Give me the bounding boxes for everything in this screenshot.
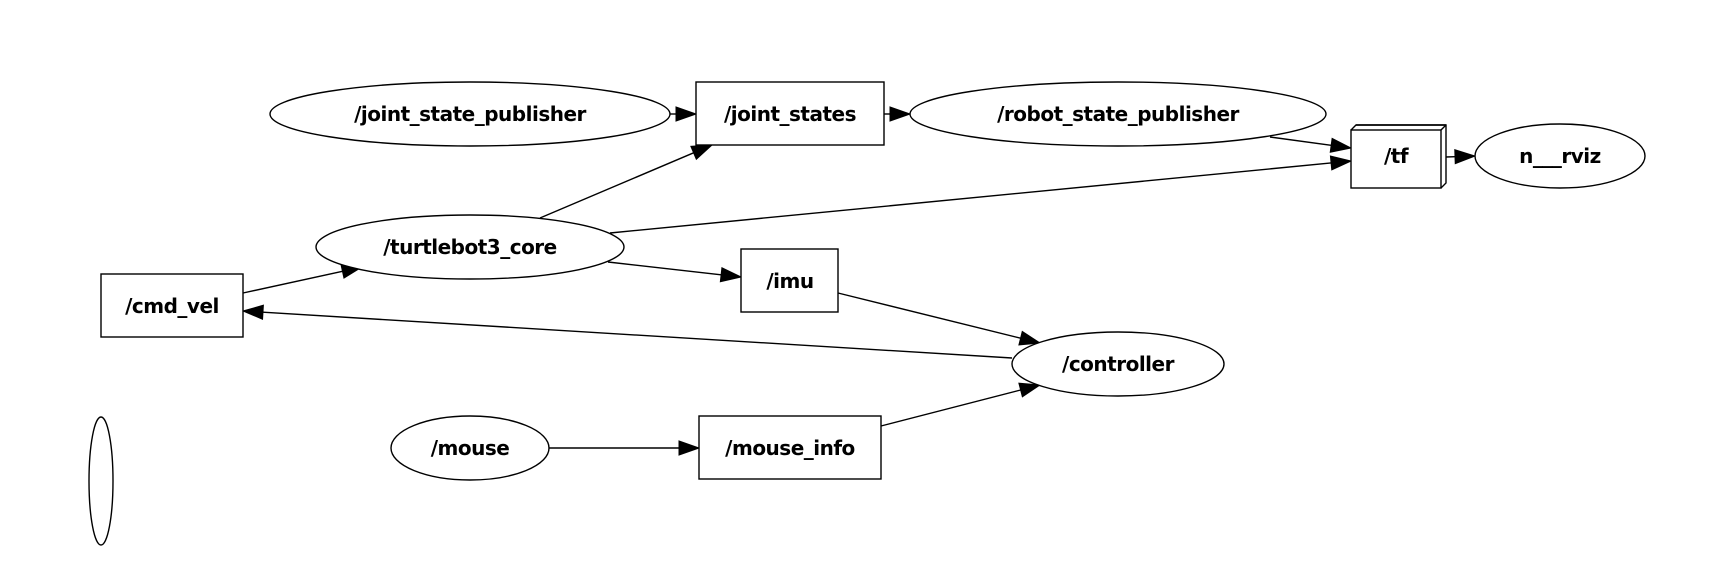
arrowhead-icon bbox=[1018, 330, 1042, 346]
arrowhead-icon bbox=[1454, 149, 1477, 165]
topic-imu[interactable]: /imu bbox=[740, 248, 839, 313]
edge-robot-state-publisher-to-tf bbox=[1269, 136, 1353, 153]
edge-turtlebot3-core-to-imu bbox=[607, 261, 743, 283]
edge-mouse-to-mouse-info bbox=[549, 440, 701, 456]
edge-imu-to-controller bbox=[837, 292, 1042, 346]
topic-cmd-vel[interactable]: /cmd_vel bbox=[100, 273, 244, 338]
edge-joint-state-publisher-to-joint-states bbox=[670, 106, 698, 122]
arrowhead-icon bbox=[889, 106, 912, 122]
node-label-controller: /controller bbox=[1062, 352, 1175, 376]
node-label-turtlebot3-core: /turtlebot3_core bbox=[383, 235, 557, 259]
arrowhead-icon bbox=[1329, 137, 1353, 153]
edge-tf-to-rviz bbox=[1445, 149, 1477, 165]
arrowhead-icon bbox=[675, 106, 698, 122]
node-turtlebot3-core[interactable]: /turtlebot3_core bbox=[315, 214, 625, 280]
arrowhead-icon bbox=[690, 144, 714, 161]
node-joint-state-publisher[interactable]: /joint_state_publisher bbox=[269, 81, 671, 147]
node-label-rviz: n___rviz bbox=[1519, 144, 1601, 168]
topic-label-imu: /imu bbox=[766, 269, 813, 293]
node-rviz[interactable]: n___rviz bbox=[1474, 123, 1646, 189]
edges-layer bbox=[241, 106, 1477, 456]
edge-line bbox=[1269, 136, 1332, 147]
edge-line bbox=[837, 292, 1021, 339]
node-controller[interactable]: /controller bbox=[1011, 331, 1225, 397]
node-mouse[interactable]: /mouse bbox=[390, 415, 550, 481]
topic-mouse-info[interactable]: /mouse_info bbox=[698, 415, 882, 480]
topic-group-tf[interactable]: /tf bbox=[1350, 124, 1447, 189]
edge-turtlebot3-core-to-joint-states bbox=[539, 144, 714, 219]
edge-line bbox=[607, 261, 722, 276]
arrowhead-icon bbox=[719, 267, 743, 283]
arrowhead-icon bbox=[1018, 382, 1042, 398]
edge-controller-to-cmd-vel bbox=[241, 304, 1013, 359]
edge-line bbox=[262, 311, 1013, 359]
arrowhead-icon bbox=[1329, 155, 1353, 171]
edge-line bbox=[609, 162, 1332, 234]
edge-joint-states-to-robot-state-publisher bbox=[884, 106, 912, 122]
topic-label-mouse-info: /mouse_info bbox=[725, 436, 855, 460]
topic-joint-states[interactable]: /joint_states bbox=[695, 81, 885, 146]
node-robot-state-publisher[interactable]: /robot_state_publisher bbox=[909, 81, 1327, 147]
node-label-robot-state-publisher: /robot_state_publisher bbox=[997, 102, 1239, 126]
edge-line bbox=[539, 152, 694, 219]
edge-turtlebot3-core-to-tf bbox=[609, 155, 1353, 234]
edge-mouse-info-to-controller bbox=[880, 382, 1042, 427]
topic-label-cmd-vel: /cmd_vel bbox=[125, 294, 219, 318]
edge-line bbox=[242, 270, 343, 294]
arrowhead-icon bbox=[678, 440, 701, 456]
edge-cmd-vel-to-turtlebot3-core bbox=[242, 263, 364, 294]
topic-label-tf: /tf bbox=[1384, 144, 1409, 168]
node-label-joint-state-publisher: /joint_state_publisher bbox=[354, 102, 586, 126]
arrowhead-icon bbox=[241, 304, 264, 320]
node-label-mouse: /mouse bbox=[431, 436, 510, 460]
edge-line bbox=[880, 389, 1021, 427]
topic-label-joint-states: /joint_states bbox=[724, 102, 856, 126]
node-unnamed[interactable] bbox=[88, 416, 114, 546]
